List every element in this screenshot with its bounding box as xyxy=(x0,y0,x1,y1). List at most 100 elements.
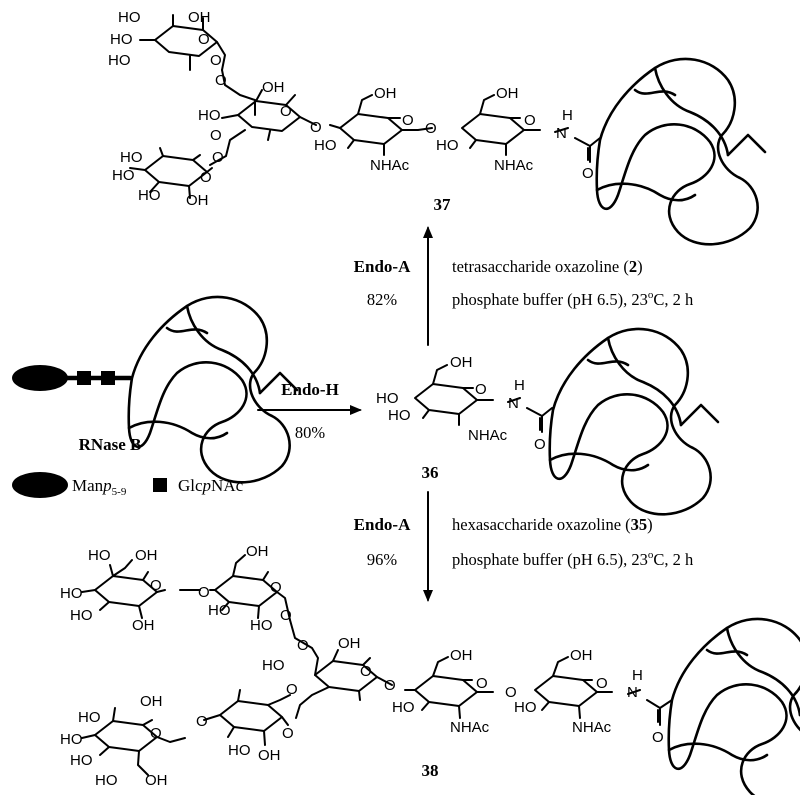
compound-36-labels: OH O HO HO NHAc H N O xyxy=(376,354,546,453)
atom-label: HO xyxy=(110,31,133,48)
man-p-ellipse xyxy=(12,365,68,391)
atom-label: OH xyxy=(450,647,473,664)
protein-rnase-b xyxy=(127,295,299,484)
conditions-bottom-line2: phosphate buffer (pH 6.5), 23oC, 2 h xyxy=(452,549,694,569)
atom-label: OH xyxy=(338,635,361,652)
atom-label: HO xyxy=(198,107,221,124)
atom-label: OH xyxy=(186,192,209,209)
atom-label: O xyxy=(534,436,546,453)
atom-label: O xyxy=(150,725,162,742)
atom-label: HO xyxy=(314,137,337,154)
atom-label: OH xyxy=(258,747,281,764)
protein-36 xyxy=(548,327,720,516)
atom-label: O xyxy=(150,577,162,594)
glcnac-square-2 xyxy=(101,371,115,385)
glcnac-square-1 xyxy=(77,371,91,385)
atom-label: HO xyxy=(376,390,399,407)
atom-label: N xyxy=(556,125,567,142)
atom-label: O xyxy=(280,103,292,120)
conditions-bottom-line1: hexasaccharide oxazoline (35) xyxy=(452,515,653,534)
atom-label: N xyxy=(627,684,638,701)
protein-37 xyxy=(595,57,767,246)
rnase-b-label: RNase B xyxy=(79,435,142,454)
atom-label: OH xyxy=(135,547,158,564)
atom-label: HO xyxy=(262,657,285,674)
atom-label: O xyxy=(652,729,664,746)
atom-label: HO xyxy=(138,187,161,204)
atom-label: HO xyxy=(108,52,131,69)
yield-endo-a-bottom: 96% xyxy=(367,550,398,569)
atom-label: NHAc xyxy=(572,719,612,736)
atom-label: HO xyxy=(112,167,135,184)
atom-label: O xyxy=(384,677,396,694)
atom-label: O xyxy=(210,52,222,69)
compound-36-structure xyxy=(414,364,553,433)
enzyme-endo-a-top: Endo-A xyxy=(354,257,411,276)
atom-label: HO xyxy=(514,699,537,716)
atom-label: O xyxy=(212,149,224,166)
atom-label: H xyxy=(562,107,573,124)
atom-label: HO xyxy=(78,709,101,726)
atom-label: O xyxy=(282,725,294,742)
legend-glcnac-square xyxy=(153,478,167,492)
yield-endo-a-top: 82% xyxy=(367,290,398,309)
conditions-top-line2: phosphate buffer (pH 6.5), 23oC, 2 h xyxy=(452,289,694,309)
atom-label: O xyxy=(402,112,414,129)
atom-label: OH xyxy=(132,617,155,634)
compound-number-36: 36 xyxy=(422,463,439,482)
atom-label: HO xyxy=(118,9,141,26)
atom-label: O xyxy=(210,127,222,144)
atom-label: O xyxy=(215,72,227,89)
atom-label: OH xyxy=(570,647,593,664)
yield-endo-h: 80% xyxy=(295,423,326,442)
atom-label: N xyxy=(508,395,519,412)
protein-38 xyxy=(667,617,800,795)
atom-label: OH xyxy=(145,772,168,789)
atom-label: HO xyxy=(70,607,93,624)
atom-label: O xyxy=(270,579,282,596)
atom-label: OH xyxy=(450,354,473,371)
atom-label: HO xyxy=(250,617,273,634)
atom-label: NHAc xyxy=(370,157,410,174)
enzyme-endo-a-bottom: Endo-A xyxy=(354,515,411,534)
conditions-top-line1: tetrasaccharide oxazoline (2) xyxy=(452,257,643,276)
atom-label: HO xyxy=(60,731,83,748)
atom-label: NHAc xyxy=(450,719,490,736)
atom-label: HO xyxy=(95,772,118,789)
atom-label: HO xyxy=(208,602,231,619)
atom-label: OH xyxy=(188,9,211,26)
atom-label: O xyxy=(505,684,517,701)
atom-label: O xyxy=(200,169,212,186)
atom-label: HO xyxy=(392,699,415,716)
atom-label: HO xyxy=(70,752,93,769)
atom-label: HO xyxy=(388,407,411,424)
atom-label: O xyxy=(524,112,536,129)
compound-number-37: 37 xyxy=(434,195,452,214)
compound-37-labels: HO OH HO O HO O O OH HO O O O HO HO O O … xyxy=(108,9,594,209)
atom-label: OH xyxy=(496,85,519,102)
atom-label: HO xyxy=(120,149,143,166)
atom-label: O xyxy=(425,120,437,137)
legend-man-ellipse xyxy=(12,472,68,498)
atom-label: OH xyxy=(374,85,397,102)
atom-label: H xyxy=(514,377,525,394)
atom-label: HO xyxy=(88,547,111,564)
compound-38-labels: HO OH O HO HO OH O OH O HO HO O O OH O H… xyxy=(60,543,664,789)
atom-label: O xyxy=(297,637,309,654)
atom-label: O xyxy=(286,681,298,698)
legend-man-label: Manp5-9 xyxy=(72,476,127,498)
atom-label: NHAc xyxy=(468,427,508,444)
atom-label: OH xyxy=(140,693,163,710)
atom-label: OH xyxy=(246,543,269,560)
atom-label: O xyxy=(280,607,292,624)
atom-label: O xyxy=(310,119,322,136)
atom-label: O xyxy=(196,713,208,730)
atom-label: O xyxy=(596,675,608,692)
atom-label: HO xyxy=(436,137,459,154)
atom-label: H xyxy=(632,667,643,684)
atom-label: OH xyxy=(262,79,285,96)
atom-label: O xyxy=(198,584,210,601)
atom-label: O xyxy=(198,31,210,48)
compound-38-structure xyxy=(81,554,673,776)
